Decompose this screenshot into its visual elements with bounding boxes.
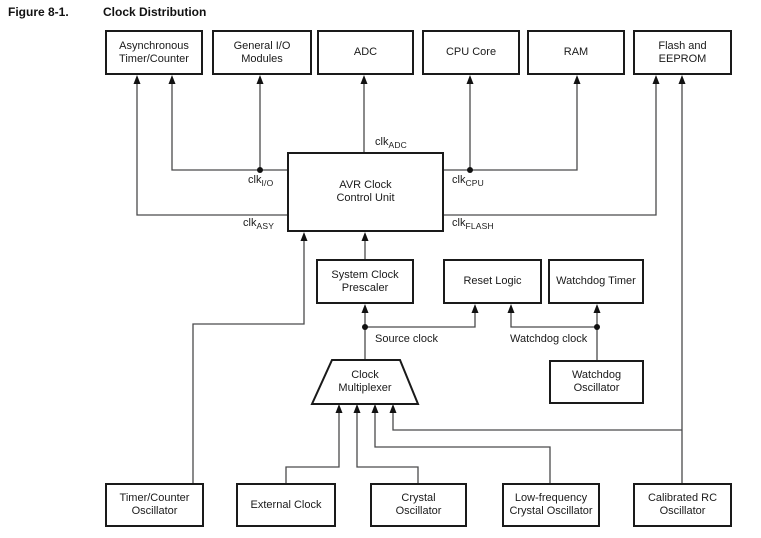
box-crystal-oscillator: Crystal Oscillator bbox=[370, 483, 467, 527]
wire-external-clock bbox=[285, 404, 343, 483]
wire-clk-flash bbox=[443, 75, 660, 216]
box-reset-logic: Reset Logic bbox=[443, 259, 542, 304]
label-clk-asy: clkASY bbox=[243, 217, 275, 231]
box-low-frequency-crystal-oscillator: Low-frequency Crystal Oscillator bbox=[502, 483, 600, 527]
wire-lf-crystal bbox=[371, 404, 551, 483]
label-clk-flash: clkFLASH bbox=[452, 217, 494, 231]
box-external-clock: External Clock bbox=[236, 483, 336, 527]
box-flash-eeprom: Flash and EEPROM bbox=[633, 30, 732, 75]
wire-crystal bbox=[353, 404, 419, 483]
junction-dot bbox=[594, 324, 600, 330]
wire-source-clock bbox=[361, 304, 479, 360]
wire-rc-oscillator bbox=[389, 75, 686, 483]
box-adc: ADC bbox=[317, 30, 414, 75]
label-clk-adc: clkADC bbox=[375, 136, 407, 150]
junction-dot bbox=[362, 324, 368, 330]
label-watchdog-clock: Watchdog clock bbox=[510, 333, 588, 345]
wire-tosc-to-avr bbox=[192, 232, 308, 483]
label-source-clock: Source clock bbox=[375, 333, 438, 345]
wire-clk-adc bbox=[360, 75, 368, 152]
figure-caption: Clock Distribution bbox=[103, 5, 207, 19]
box-calibrated-rc-oscillator: Calibrated RC Oscillator bbox=[633, 483, 732, 527]
label-clk-cpu: clkCPU bbox=[452, 174, 484, 188]
box-asynchronous-timer-counter: Asynchronous Timer/Counter bbox=[105, 30, 203, 75]
wire-clk-asy bbox=[133, 75, 288, 216]
box-watchdog-oscillator: Watchdog Oscillator bbox=[549, 360, 644, 404]
junction-dot bbox=[257, 167, 263, 173]
box-timer-counter-oscillator: Timer/Counter Oscillator bbox=[105, 483, 204, 527]
wire-prescaler-to-avr bbox=[361, 232, 369, 259]
figure-number: Figure 8-1. bbox=[8, 5, 69, 19]
junction-dot bbox=[467, 167, 473, 173]
wire-clk-io bbox=[168, 75, 288, 173]
wire-watchdog-clock bbox=[507, 304, 601, 360]
box-clock-multiplexer: Clock Multiplexer bbox=[338, 369, 392, 394]
box-system-clock-prescaler: System Clock Prescaler bbox=[316, 259, 414, 304]
box-cpu-core: CPU Core bbox=[422, 30, 520, 75]
clock-multiplexer-shape bbox=[310, 359, 420, 405]
box-watchdog-timer: Watchdog Timer bbox=[548, 259, 644, 304]
box-ram: RAM bbox=[527, 30, 625, 75]
label-clk-io: clkI/O bbox=[248, 174, 274, 188]
box-avr-clock-control-unit: AVR Clock Control Unit bbox=[287, 152, 444, 232]
wire-clk-cpu bbox=[443, 75, 581, 173]
box-general-io-modules: General I/O Modules bbox=[212, 30, 312, 75]
